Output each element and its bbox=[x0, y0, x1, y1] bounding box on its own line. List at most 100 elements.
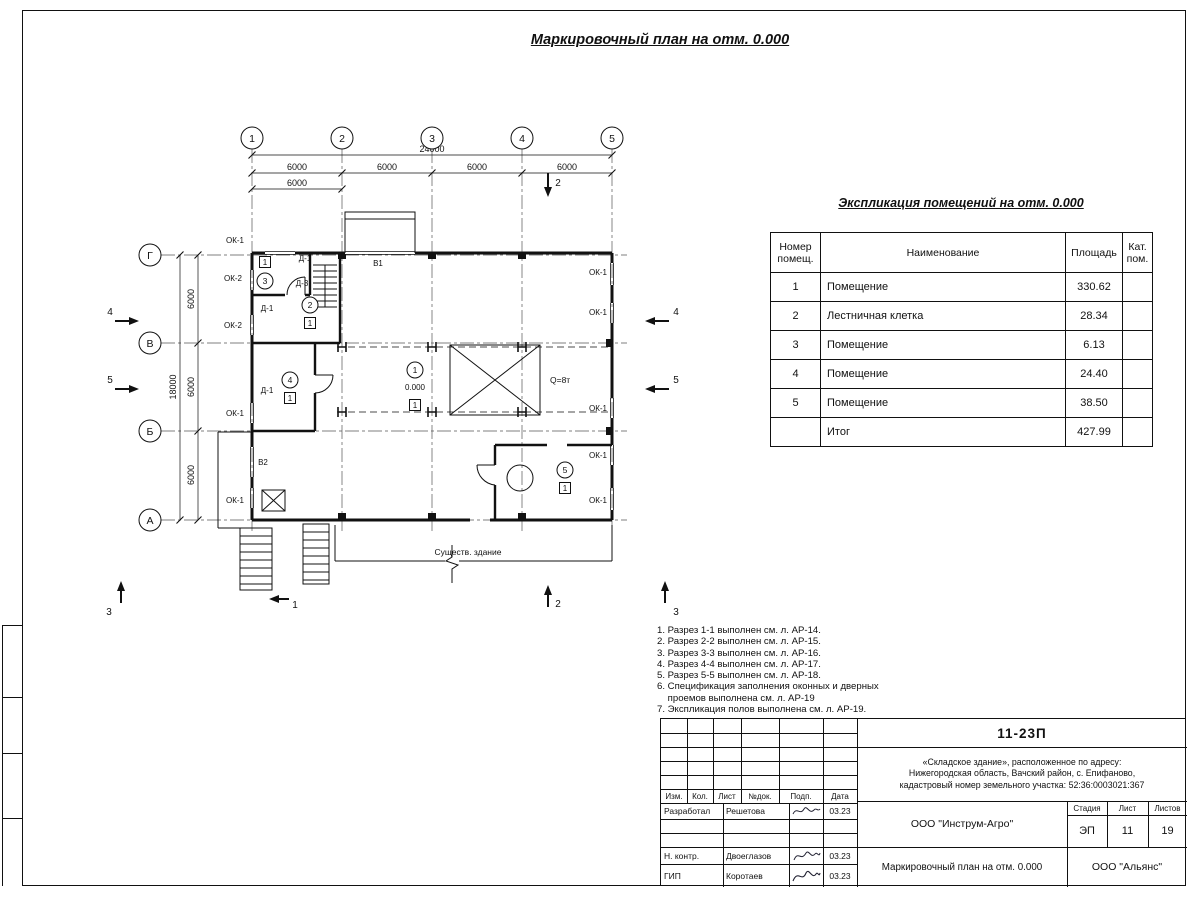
room-category bbox=[1122, 330, 1153, 360]
exterior-stairs bbox=[217, 431, 330, 591]
window-label: ОК-1 bbox=[589, 268, 608, 277]
edge-box-line bbox=[2, 753, 22, 754]
window-label: ОК-1 bbox=[589, 404, 608, 413]
room-number: 2 bbox=[770, 301, 821, 331]
room-category bbox=[1122, 417, 1153, 447]
axis-bubbles: 1 2 3 4 5 Г В Б А bbox=[138, 126, 624, 532]
sheet-label: Лист bbox=[1118, 803, 1137, 813]
note-line: 2. Разрез 2-2 выполнен см. л. АР-15. bbox=[657, 636, 821, 648]
window-label: ОК-1 bbox=[226, 236, 245, 245]
stamp-object-description: «Складское здание», расположенное по адр… bbox=[857, 747, 1187, 801]
stamp-line bbox=[661, 733, 857, 734]
stamp-line bbox=[661, 747, 857, 748]
stamp-line bbox=[857, 801, 1187, 802]
table-row-total: Итог 427.99 bbox=[770, 417, 1153, 447]
section-marks: 2 2 4 5 4 5 3 3 1 bbox=[106, 173, 679, 618]
entrance-canopy bbox=[344, 211, 416, 253]
total-label: Итог bbox=[820, 417, 1066, 447]
note-line: проемов выполнена см. л. АР-19 bbox=[657, 692, 815, 704]
window-label: ОК-1 bbox=[589, 496, 608, 505]
sheets-label: Листов bbox=[1154, 803, 1181, 813]
stamp-line bbox=[1107, 801, 1108, 847]
table-row: 2 Лестничная клетка 28.34 bbox=[770, 301, 1153, 331]
opening-labels: ОК-1 Д-1 ОК-2 Д-3 Д-1 ОК-2 Д-1 ОК-1 В2 О… bbox=[224, 236, 608, 505]
room-category bbox=[1122, 301, 1153, 331]
room-marker-4: 4 bbox=[288, 375, 293, 385]
section-mark-5: 5 bbox=[673, 375, 679, 386]
note-line: 3. Разрез 3-3 выполнен см. л. АР-16. bbox=[657, 647, 821, 659]
dim-bay-left: 6000 bbox=[186, 289, 196, 309]
window-label: ОК-1 bbox=[226, 409, 245, 418]
stamp-line bbox=[723, 803, 724, 887]
stage-label: Стадия bbox=[1073, 803, 1101, 813]
window-label: ОК-2 bbox=[224, 321, 243, 330]
role-name: Решетова bbox=[726, 806, 765, 816]
stamp-line bbox=[661, 789, 857, 790]
axis-label: 4 bbox=[519, 133, 525, 145]
axis-label: 1 bbox=[249, 133, 255, 145]
room-name: Помещение bbox=[820, 359, 1066, 389]
note-line: 1. Разрез 1-1 выполнен см. л. АР-14. bbox=[657, 625, 821, 636]
dim-bay: 6000 bbox=[467, 162, 487, 172]
sheet-number: 11 bbox=[1121, 825, 1134, 837]
dimension-lines-top: 24000 6000 6000 6000 6000 6000 bbox=[248, 144, 616, 193]
room-number: 3 bbox=[770, 330, 821, 360]
edge-box-line bbox=[2, 625, 22, 626]
room-marker-1: 1 bbox=[413, 365, 418, 375]
section-mark-4: 4 bbox=[673, 307, 679, 318]
role-date: 03.23 bbox=[829, 870, 851, 881]
floor-type-marker: 1 bbox=[263, 258, 268, 267]
rev-header-kol: Кол. bbox=[692, 791, 708, 801]
room-category bbox=[1122, 272, 1153, 302]
notes-list: 1. Разрез 1-1 выполнен см. л. АР-14. 2. … bbox=[657, 625, 879, 715]
crane-runway bbox=[337, 342, 612, 417]
window-symbols bbox=[250, 251, 614, 510]
role-date: 03.23 bbox=[829, 850, 851, 861]
crane-symbol: Q=8т bbox=[449, 344, 570, 416]
role-date: 03.23 bbox=[829, 806, 851, 816]
section-mark-1: 1 bbox=[292, 600, 298, 611]
room-category bbox=[1122, 388, 1153, 418]
note-line: 6. Спецификация заполнения оконных и две… bbox=[657, 681, 879, 693]
stamp-line bbox=[661, 761, 857, 762]
table-row: 5 Помещение 38.50 bbox=[770, 388, 1153, 418]
room-marker-5: 5 bbox=[563, 465, 568, 475]
stamp-line bbox=[857, 747, 1187, 748]
object-line: кадастровый номер земельного участка: 52… bbox=[899, 779, 1145, 790]
room-marker-2: 2 bbox=[308, 300, 313, 310]
dim-sub: 6000 bbox=[287, 178, 307, 188]
signature bbox=[789, 847, 823, 864]
room-category bbox=[1122, 359, 1153, 389]
stamp-line bbox=[823, 803, 824, 887]
room-name: Лестничная клетка bbox=[820, 301, 1066, 331]
signature-scribble bbox=[792, 807, 821, 815]
stamp-line bbox=[661, 847, 857, 848]
signature bbox=[789, 864, 823, 887]
role-label: ГИП bbox=[664, 870, 681, 881]
room-name: Помещение bbox=[820, 272, 1066, 302]
floor-type-marker: 1 bbox=[288, 394, 293, 403]
axis-label: А bbox=[146, 515, 153, 527]
dim-bay: 6000 bbox=[377, 162, 397, 172]
stamp-line bbox=[661, 819, 857, 820]
edge-box-line bbox=[2, 697, 22, 698]
axis-label: 2 bbox=[339, 133, 345, 145]
signature-scribble bbox=[793, 851, 821, 860]
role-label: Разработал bbox=[664, 806, 711, 816]
stamp-line bbox=[1067, 801, 1068, 887]
window-label: ОК-1 bbox=[589, 308, 608, 317]
note-line: 4. Разрез 4-4 выполнен см. л. АР-17. bbox=[657, 658, 821, 670]
axis-label: Б bbox=[147, 426, 154, 438]
room-number: 1 bbox=[770, 272, 821, 302]
rev-header-podp: Подп. bbox=[790, 791, 812, 801]
floor-plan: 24000 6000 6000 6000 6000 6000 18000 600… bbox=[106, 126, 679, 618]
note-line: 5. Разрез 5-5 выполнен см. л. АР-18. bbox=[657, 670, 821, 682]
axis-label: 5 bbox=[609, 133, 615, 145]
grid-axes bbox=[161, 149, 627, 533]
col-header-category: Кат. пом. bbox=[1122, 232, 1153, 273]
room-area: 38.50 bbox=[1065, 388, 1123, 418]
stamp-line bbox=[1067, 815, 1187, 816]
crane-capacity-label: Q=8т bbox=[550, 375, 570, 385]
object-line: Нижегородская область, Вачский район, с.… bbox=[908, 768, 1136, 779]
